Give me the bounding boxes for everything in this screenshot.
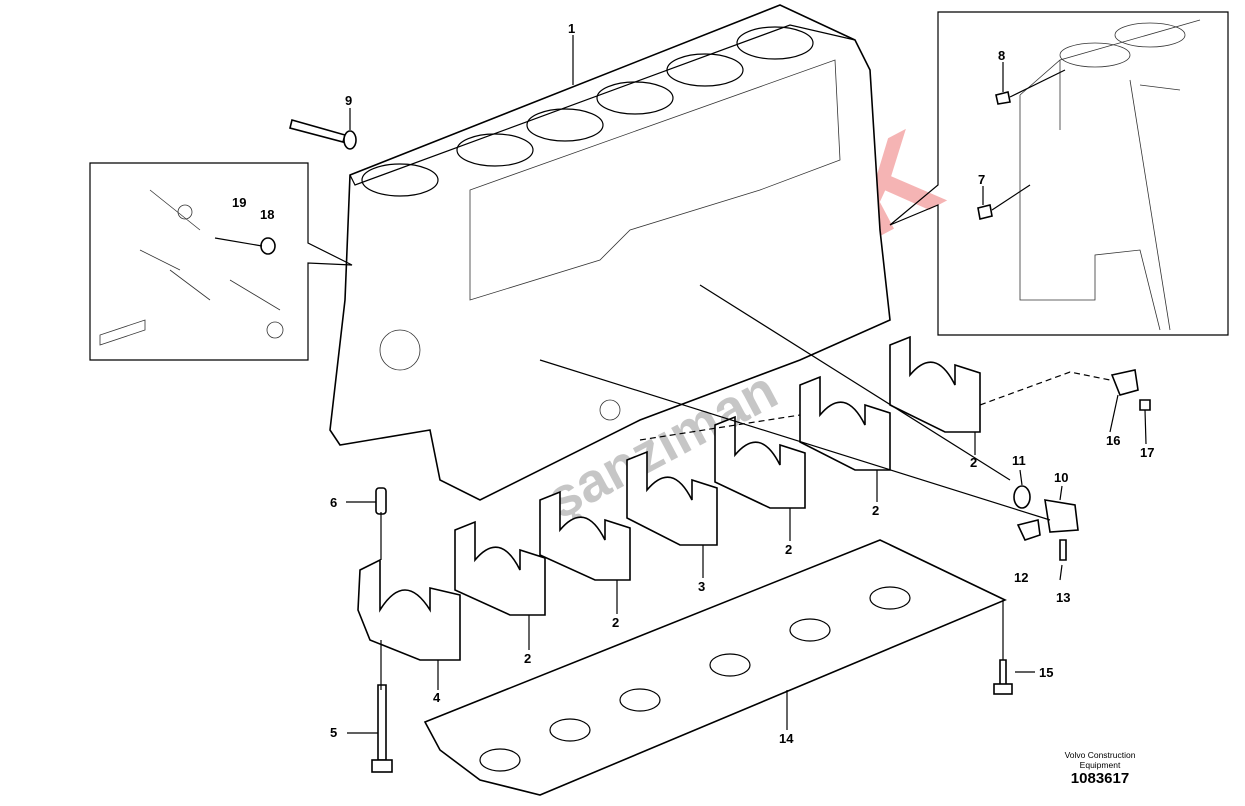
- callout-2: 2: [872, 503, 879, 518]
- callout-labels: 1 9 19 18 8 7 6 5 4 2 2 3 2 2 2 11 10 12…: [232, 21, 1154, 746]
- callout-18: 18: [260, 207, 274, 222]
- callout-11: 11: [1012, 453, 1026, 468]
- callout-8: 8: [998, 48, 1005, 63]
- publisher-line-1: Volvo Construction: [1064, 750, 1136, 760]
- callout-19: 19: [232, 195, 246, 210]
- callout-13: 13: [1056, 590, 1070, 605]
- callout-2: 2: [524, 651, 531, 666]
- callout-9: 9: [345, 93, 352, 108]
- callout-17: 17: [1140, 445, 1154, 460]
- callout-16: 16: [1106, 433, 1120, 448]
- callout-10: 10: [1054, 470, 1068, 485]
- callout-15: 15: [1039, 665, 1053, 680]
- callout-14: 14: [779, 731, 794, 746]
- fasteners: [289, 119, 1151, 773]
- callout-2: 2: [970, 455, 977, 470]
- publisher-credit: Volvo Construction Equipment: [1040, 750, 1160, 770]
- callout-1: 1: [568, 21, 575, 36]
- publisher-line-2: Equipment: [1079, 760, 1121, 770]
- callout-2: 2: [612, 615, 619, 630]
- callout-5: 5: [330, 725, 337, 740]
- callout-2: 2: [785, 542, 792, 557]
- callout-12: 12: [1014, 570, 1028, 585]
- cylinder-block: [329, 4, 891, 501]
- inset-detail-right: [889, 11, 1229, 336]
- leader-lines: [346, 35, 1147, 734]
- callout-6: 6: [330, 495, 337, 510]
- oil-pan-plate: [423, 539, 1007, 796]
- inset-detail-left: [89, 162, 353, 361]
- callout-7: 7: [978, 172, 985, 187]
- drawing-number: 1083617: [1070, 770, 1130, 787]
- callout-3: 3: [698, 579, 705, 594]
- bearing-caps: [357, 335, 981, 661]
- callout-4: 4: [433, 690, 441, 705]
